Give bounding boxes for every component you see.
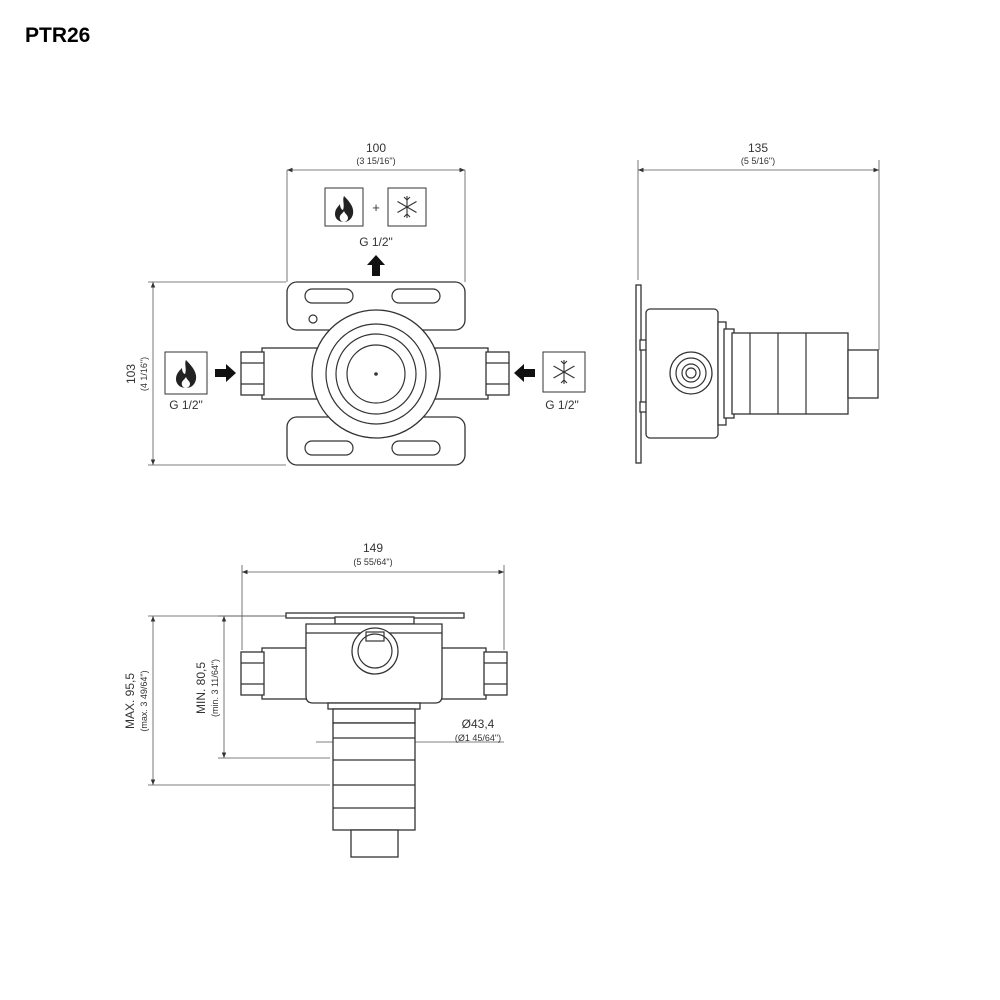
- top-body: [305, 623, 443, 704]
- left-inlet: G 1/2": [164, 351, 236, 412]
- side-depth-mm: 135: [748, 141, 768, 155]
- side-port: [669, 351, 713, 395]
- right-inlet-thread-label: G 1/2": [545, 398, 579, 412]
- right-inlet: G 1/2": [514, 351, 586, 412]
- diameter-mm: Ø43,4: [462, 717, 495, 731]
- outlet-arrow-icon: [367, 255, 385, 276]
- left-inlet-thread-label: G 1/2": [169, 398, 203, 412]
- front-height-inch: (4 1/16"): [139, 357, 149, 391]
- outlet-symbols: + G 1/2": [324, 187, 427, 276]
- top-view: 149 (5 55/64") MAX. 95,5 (max. 3 49/64")…: [123, 541, 508, 858]
- side-view: 135 (5 5/16"): [635, 141, 880, 464]
- max-depth-inch: (max. 3 49/64"): [139, 670, 149, 731]
- right-inlet-arrow-icon: [514, 364, 535, 382]
- front-height-dimension: 103 (4 1/16"): [124, 281, 286, 466]
- top-left-connector: [240, 647, 309, 700]
- top-width-dimension: 149 (5 55/64"): [241, 541, 505, 650]
- left-inlet-arrow-icon: [215, 364, 236, 382]
- cold-water-icon: [542, 351, 586, 393]
- top-right-connector: [439, 647, 508, 700]
- hot-water-icon: [324, 187, 364, 227]
- side-depth-dimension: 135 (5 5/16"): [637, 141, 880, 350]
- side-depth-inch: (5 5/16"): [741, 156, 775, 166]
- max-depth-dimension: MAX. 95,5 (max. 3 49/64"): [123, 615, 330, 786]
- outlet-thread-label: G 1/2": [359, 235, 393, 249]
- min-depth-dimension: MIN. 80,5 (min. 3 11/64"): [194, 615, 330, 759]
- diameter-inch: (Ø1 45/64"): [455, 733, 501, 743]
- model-title: PTR26: [25, 24, 91, 47]
- right-connector: [434, 347, 510, 400]
- top-width-mm: 149: [363, 541, 383, 555]
- top-width-inch: (5 55/64"): [353, 557, 392, 567]
- plus-sign: +: [372, 200, 380, 215]
- valve-body-front: [311, 309, 441, 439]
- front-height-mm: 103: [124, 364, 138, 384]
- min-depth-mm: MIN. 80,5: [194, 662, 208, 714]
- left-connector: [240, 347, 318, 400]
- cold-water-icon: [387, 187, 427, 227]
- top-stem: [327, 702, 421, 858]
- top-plate: [285, 612, 465, 625]
- front-view: 100 (3 15/16") 103 (4 1/16") +: [124, 141, 586, 466]
- min-depth-inch: (min. 3 11/64"): [210, 659, 220, 717]
- max-depth-mm: MAX. 95,5: [123, 673, 137, 729]
- front-width-inch: (3 15/16"): [356, 156, 395, 166]
- front-width-dimension: 100 (3 15/16"): [286, 141, 466, 282]
- front-width-mm: 100: [366, 141, 386, 155]
- hot-water-icon: [164, 351, 208, 395]
